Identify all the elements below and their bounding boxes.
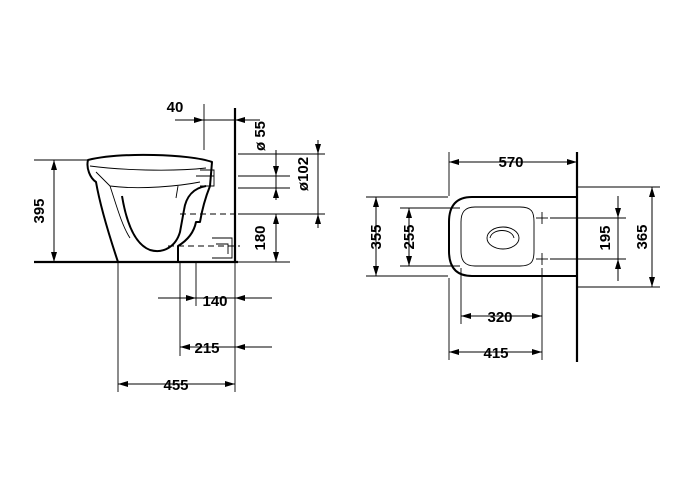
outlet-pipe bbox=[196, 169, 215, 187]
arrow bbox=[532, 313, 542, 319]
bowl-inner bbox=[109, 185, 179, 239]
arrow bbox=[449, 349, 459, 355]
inlet-bracket bbox=[212, 237, 233, 259]
dim-365: 365 bbox=[634, 224, 651, 249]
arrow bbox=[194, 117, 204, 123]
seat-rim bbox=[89, 165, 207, 189]
dim-55: ø 55 bbox=[252, 121, 269, 151]
arrow bbox=[315, 144, 321, 154]
dim-195: 195 bbox=[597, 225, 614, 250]
dim-215: 215 bbox=[194, 340, 219, 357]
arrow bbox=[649, 277, 655, 287]
dim-455: 455 bbox=[163, 377, 188, 394]
arrow bbox=[532, 349, 542, 355]
arrow bbox=[273, 252, 279, 262]
dim-320: 320 bbox=[487, 309, 512, 326]
top-bowl-inner bbox=[460, 206, 535, 267]
arrow bbox=[406, 208, 412, 218]
side-view: 40 ø 55 ø102 395 180 140 bbox=[31, 99, 325, 394]
dim-415: 415 bbox=[483, 345, 508, 362]
arrow bbox=[225, 381, 235, 387]
arrow bbox=[373, 266, 379, 276]
arrow bbox=[461, 313, 471, 319]
arrow bbox=[373, 197, 379, 207]
arrow bbox=[273, 166, 279, 176]
drain-opening bbox=[486, 226, 520, 250]
arrow bbox=[406, 256, 412, 266]
arrow bbox=[449, 159, 459, 165]
arrow bbox=[51, 252, 57, 262]
arrow bbox=[315, 214, 321, 224]
dim-102: ø102 bbox=[295, 157, 312, 191]
arrow bbox=[615, 259, 621, 269]
arrow bbox=[235, 295, 245, 301]
arrow bbox=[180, 344, 190, 350]
top-view: 570 355 255 195 365 bbox=[366, 152, 660, 362]
arrow bbox=[118, 381, 128, 387]
dim-180: 180 bbox=[252, 225, 269, 250]
dim-140: 140 bbox=[202, 293, 227, 310]
top-bowl-outline bbox=[448, 196, 577, 277]
arrow bbox=[567, 159, 577, 165]
arrow bbox=[186, 295, 196, 301]
bowl-trap bbox=[121, 185, 207, 252]
arrow bbox=[649, 187, 655, 197]
dim-40: 40 bbox=[167, 99, 184, 116]
arrow bbox=[235, 344, 245, 350]
dim-570: 570 bbox=[498, 154, 523, 171]
arrow bbox=[273, 188, 279, 198]
fixing-point bbox=[536, 212, 548, 224]
toilet-body-outline bbox=[86, 153, 213, 263]
arrow bbox=[273, 214, 279, 224]
dim-255: 255 bbox=[401, 224, 418, 249]
dim-395: 395 bbox=[31, 198, 48, 223]
fixing-point bbox=[536, 253, 548, 265]
arrow bbox=[615, 208, 621, 218]
arrow bbox=[235, 117, 245, 123]
drain-lip bbox=[489, 230, 515, 239]
dim-355: 355 bbox=[368, 224, 385, 249]
arrow bbox=[51, 160, 57, 170]
